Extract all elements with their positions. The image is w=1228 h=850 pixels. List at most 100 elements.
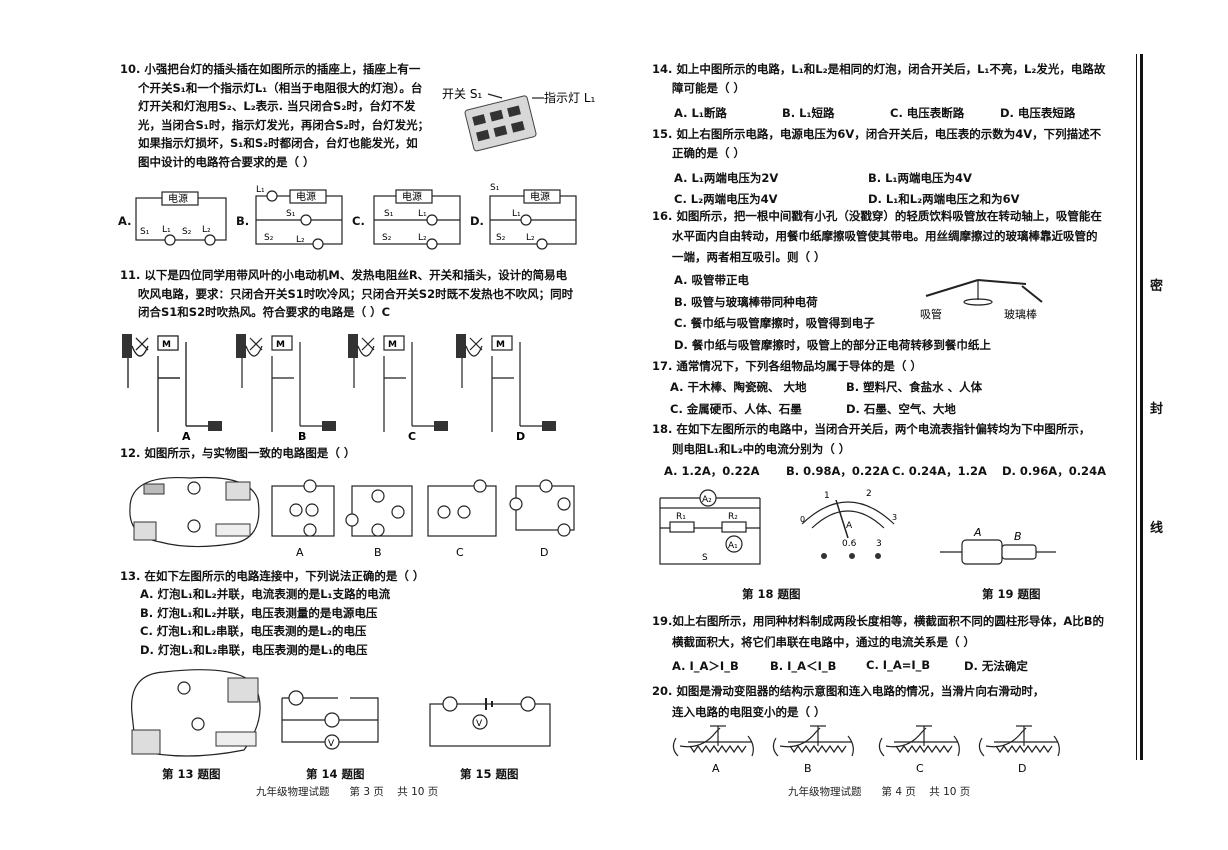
q13-line: 13. 在如下左图所示的电路连接中，下列说法正确的是（ ） bbox=[120, 569, 425, 583]
caption-q14: 第 14 题图 bbox=[306, 767, 365, 781]
svg-text:V: V bbox=[476, 719, 483, 729]
footer-left: 九年级物理试题 第 3 页 共 10 页 bbox=[256, 786, 439, 798]
svg-text:S₁: S₁ bbox=[490, 183, 500, 193]
svg-text:0.6: 0.6 bbox=[842, 539, 857, 549]
q19-conductor-figure: A B bbox=[940, 526, 1056, 565]
q10-option-c[interactable]: C. bbox=[352, 214, 365, 228]
q13-option-c[interactable]: C. 灯泡L₁和L₂串联，电压表测的是L₂的电压 bbox=[140, 624, 367, 638]
q13-option-a[interactable]: A. 灯泡L₁和L₂并联，电流表测的是L₁支路的电流 bbox=[140, 587, 391, 601]
q20-rheostat-figures: A B C D bbox=[672, 725, 1060, 775]
q10-line: 如果指示灯损坏，S₁和S₂时都闭合，台灯也能发光，如 bbox=[138, 136, 418, 150]
q16-option-b[interactable]: B. 吸管与玻璃棒带同种电荷 bbox=[674, 294, 818, 309]
svg-text:A: A bbox=[973, 526, 982, 539]
svg-text:L₁: L₁ bbox=[256, 185, 265, 195]
q15-option-c[interactable]: C. L₂两端电压为4V bbox=[674, 192, 778, 206]
q15-option-d[interactable]: D. L₁和L₂两端电压之和为6V bbox=[868, 192, 1020, 206]
svg-text:0: 0 bbox=[800, 515, 805, 524]
q15-option-a[interactable]: A. L₁两端电压为2V bbox=[674, 171, 779, 185]
svg-text:L₁: L₁ bbox=[162, 225, 171, 235]
q10-circuit-a: 电源 S₁ L₁ S₂ L₂ bbox=[135, 191, 227, 246]
q12-option-a: A bbox=[296, 546, 304, 559]
svg-text:A: A bbox=[846, 521, 853, 531]
q18-option-c[interactable]: C. 0.24A，1.2A bbox=[892, 464, 987, 478]
q10-option-a[interactable]: A. bbox=[118, 214, 132, 228]
q12-text: 12. 如图所示，与实物图一致的电路图是（ ） bbox=[120, 444, 355, 463]
q12-option-circuits: A B C D bbox=[271, 479, 575, 559]
q11-option-b: B bbox=[298, 430, 306, 443]
binding-mark-2: 封 bbox=[1150, 402, 1164, 417]
q14-option-a[interactable]: A. L₁断路 bbox=[674, 106, 727, 120]
binding-line-thin bbox=[1136, 54, 1137, 760]
svg-text:电源: 电源 bbox=[296, 190, 316, 203]
fig-switch-label: 开关 S₁ bbox=[442, 87, 482, 101]
fig-lamp-label: 指示灯 L₁ bbox=[544, 90, 596, 105]
q20-option-d: D bbox=[1018, 762, 1026, 775]
q14-text: 14. 如上中图所示的电路，L₁和L₂是相同的灯泡，闭合开关后，L₁不亮，L₂发… bbox=[652, 62, 1106, 95]
q13-text: 13. 在如下左图所示的电路连接中，下列说法正确的是（ ） bbox=[120, 567, 424, 586]
q10-option-b[interactable]: B. bbox=[236, 214, 250, 228]
q18-text: 18. 在如下左图所示的电路中，当闭合开关后，两个电流表指针偏转均为下中图所示，… bbox=[652, 422, 1091, 456]
svg-text:A₁: A₁ bbox=[728, 541, 738, 551]
q11-line: 闭合S1和S2时吹热风。符合要求的电路是（ ）C bbox=[138, 305, 391, 319]
q17-option-b[interactable]: B. 塑料尺、食盐水 、人体 bbox=[846, 380, 983, 394]
q10-text: 10. 小强把台灯的插头插在如图所示的插座上，插座上有一 个开关S₁和一个指示灯… bbox=[120, 60, 429, 171]
q14-option-d[interactable]: D. 电压表短路 bbox=[1000, 106, 1076, 120]
q14-option-c[interactable]: C. 电压表断路 bbox=[890, 106, 965, 120]
q17-option-d[interactable]: D. 石墨、空气、大地 bbox=[846, 402, 956, 416]
q18-option-d[interactable]: D. 0.96A，0.24A bbox=[1002, 464, 1106, 478]
q13-physical-figure bbox=[131, 669, 261, 757]
q19-option-c[interactable]: C. I_A=I_B bbox=[866, 658, 931, 672]
binding-mark-1: 密 bbox=[1150, 279, 1164, 294]
q20-option-a: A bbox=[712, 762, 720, 775]
svg-text:S₂: S₂ bbox=[496, 233, 506, 243]
svg-text:L₂: L₂ bbox=[418, 233, 427, 243]
q14-option-b[interactable]: B. L₁短路 bbox=[782, 106, 835, 120]
svg-text:A₂: A₂ bbox=[702, 495, 712, 505]
svg-text:S₁: S₁ bbox=[384, 209, 394, 219]
q13-option-b[interactable]: B. 灯泡L₁和L₂并联，电压表测量的是电源电压 bbox=[140, 605, 378, 620]
q19-option-a[interactable]: A. I_A＞I_B bbox=[672, 659, 739, 673]
q17-option-c[interactable]: C. 金属硬币、人体、石墨 bbox=[670, 402, 802, 416]
q20-text: 20. 如图是滑动变阻器的结构示意图和连入电路的情况，当滑片向右滑动时， 连入电… bbox=[652, 684, 1045, 719]
svg-text:2: 2 bbox=[866, 489, 872, 499]
q10-line: 灯开关和灯泡用S₂、L₂表示. 当只闭合S₂时，台灯不发 bbox=[138, 99, 416, 113]
q19-option-b[interactable]: B. I_A＜I_B bbox=[770, 659, 837, 673]
q19-option-d[interactable]: D. 无法确定 bbox=[964, 659, 1028, 673]
q10-option-d[interactable]: D. bbox=[470, 214, 484, 228]
fig-straw-label: 吸管 bbox=[920, 307, 942, 321]
svg-text:电源: 电源 bbox=[402, 190, 422, 203]
q12-line: 12. 如图所示，与实物图一致的电路图是（ ） bbox=[120, 446, 356, 460]
q12-physical-figure bbox=[129, 476, 260, 548]
svg-text:S₂: S₂ bbox=[182, 227, 192, 237]
q11-line: 吹风电路，要求：只闭合开关S1时吹冷风；只闭合开关S2时既不发热也不吹风；同时 bbox=[138, 286, 574, 301]
q20-option-b: B bbox=[804, 762, 812, 775]
svg-text:S₂: S₂ bbox=[264, 233, 274, 243]
power-label: 电源 bbox=[168, 192, 188, 205]
q16-option-a[interactable]: A. 吸管带正电 bbox=[674, 273, 749, 287]
q20-option-c: C bbox=[916, 762, 924, 775]
q18-option-a[interactable]: A. 1.2A，0.22A bbox=[664, 464, 760, 478]
q15-option-b[interactable]: B. L₁两端电压为4V bbox=[868, 171, 972, 185]
svg-text:3: 3 bbox=[892, 513, 897, 522]
q16-option-d[interactable]: D. 餐巾纸与吸管摩擦时，吸管上的部分正电荷转移到餐巾纸上 bbox=[674, 337, 991, 352]
q10-circuit-d: 电源 S₁ L₁ S₂ L₂ bbox=[489, 183, 577, 250]
q16-text: 16. 如图所示，把一根中间戳有小孔（没戳穿）的轻质饮料吸管放在转动轴上，吸管能… bbox=[652, 209, 1102, 264]
footer-right: 九年级物理试题 第 4 页 共 10 页 bbox=[788, 786, 971, 798]
q17-option-a[interactable]: A. 干木棒、陶瓷碗、 大地 bbox=[670, 380, 807, 394]
q13-option-d[interactable]: D. 灯泡L₁和L₂串联，电压表测的是L₁的电压 bbox=[140, 642, 368, 657]
q10-line: 光，当闭合S₁时，指示灯发光，再闭合S₂时，台灯发光； bbox=[138, 117, 430, 132]
svg-text:S₁: S₁ bbox=[286, 209, 296, 219]
svg-text:V: V bbox=[328, 739, 335, 749]
svg-text:L₂: L₂ bbox=[296, 235, 305, 245]
q19-text: 19.如上右图所示，用同种材料制成两段长度相等，横截面积不同的圆柱形导体，A比B… bbox=[652, 614, 1105, 649]
q12-option-b: B bbox=[374, 546, 382, 559]
svg-text:S₂: S₂ bbox=[382, 233, 392, 243]
svg-text:R₂: R₂ bbox=[728, 512, 738, 522]
svg-text:S: S bbox=[702, 553, 708, 563]
q16-options: A. 吸管带正电 B. 吸管与玻璃棒带同种电荷 C. 餐巾纸与吸管摩擦时，吸管得… bbox=[674, 270, 991, 356]
q11-option-c: C bbox=[408, 430, 416, 443]
svg-text:R₁: R₁ bbox=[676, 512, 686, 522]
q16-option-c[interactable]: C. 餐巾纸与吸管摩擦时，吸管得到电子 bbox=[674, 316, 875, 330]
q18-option-b[interactable]: B. 0.98A，0.22A bbox=[786, 464, 890, 478]
